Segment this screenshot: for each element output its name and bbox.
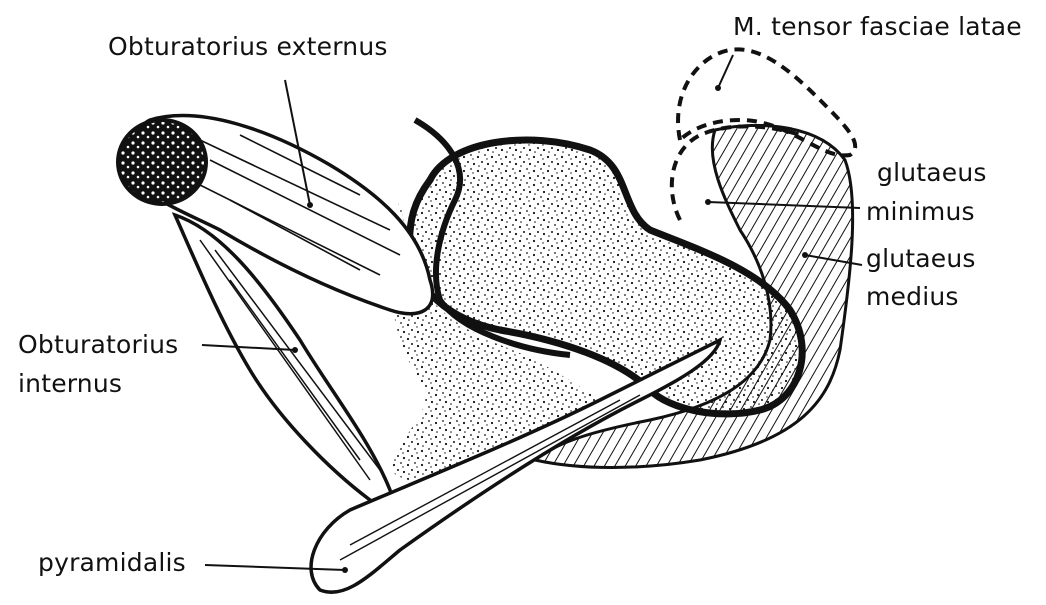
label-obturatorius-externus: Obturatorius externus bbox=[108, 32, 388, 61]
label-obturatorius-internus-line1: Obturatorius bbox=[18, 330, 178, 359]
pubic-bone-section bbox=[118, 120, 206, 204]
label-pyramidalis: pyramidalis bbox=[38, 548, 186, 577]
label-tensor-fasciae-latae: M. tensor fasciae latae bbox=[733, 12, 1022, 41]
label-obturatorius-internus-line2: internus bbox=[18, 369, 122, 398]
label-glutaeus-medius-line1: glutaeus bbox=[866, 244, 976, 273]
label-glutaeus-medius-line2: medius bbox=[866, 282, 959, 311]
label-glutaeus-minimus-line2: minimus bbox=[866, 197, 975, 226]
label-glutaeus-minimus-line1: glutaeus bbox=[877, 158, 987, 187]
